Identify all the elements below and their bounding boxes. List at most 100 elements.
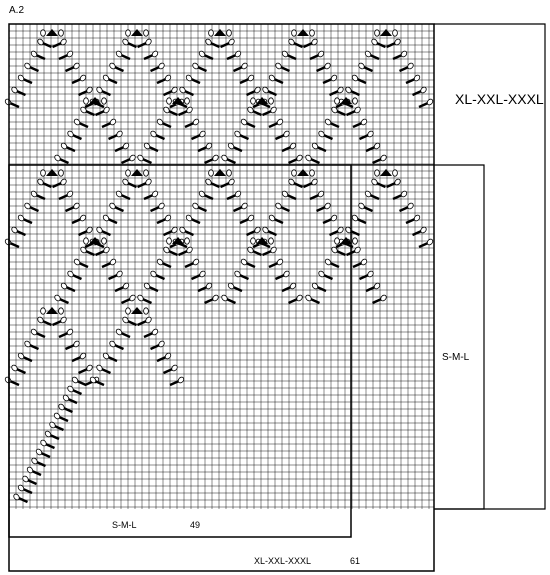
open-loop-icon — [205, 178, 212, 186]
open-loop-icon — [345, 86, 352, 94]
open-loop-icon — [331, 106, 338, 114]
slash-decrease-icon — [143, 53, 154, 61]
slash-decrease-icon — [288, 157, 298, 165]
decrease-symbol — [226, 190, 242, 201]
open-loop-icon — [66, 328, 74, 336]
open-loop-icon — [150, 270, 157, 278]
open-loop-icon — [317, 50, 325, 58]
decrease-symbol — [163, 106, 178, 117]
slash-decrease-icon — [72, 388, 82, 396]
slash-decrease-icon — [203, 193, 214, 201]
open-loop-icon — [17, 352, 25, 360]
slash-decrease-icon — [52, 319, 62, 327]
decrease-symbol — [309, 50, 325, 61]
decrease-symbol — [399, 62, 414, 73]
decrease-symbol — [67, 385, 82, 396]
slash-decrease-icon — [29, 343, 39, 351]
open-loop-icon — [234, 130, 241, 138]
open-loop-icon — [192, 202, 199, 210]
slash-decrease-icon — [210, 41, 220, 49]
bottom-label-s-m-l: S-M-L — [112, 520, 137, 530]
open-loop-icon — [234, 50, 242, 58]
open-loop-icon — [103, 106, 110, 114]
slash-decrease-icon — [148, 285, 159, 293]
decrease-symbol — [71, 352, 87, 363]
open-loop-icon — [426, 98, 434, 106]
decrease-symbol — [359, 130, 374, 141]
open-loop-icon — [400, 50, 408, 58]
triangle-increase-icon — [297, 169, 309, 176]
slash-decrease-icon — [101, 261, 112, 269]
decrease-symbol — [386, 178, 401, 189]
decrease-symbol — [192, 62, 207, 73]
decrease-symbol — [329, 86, 344, 97]
open-loop-icon — [66, 50, 74, 58]
decrease-symbol — [109, 202, 124, 213]
open-loop-icon — [86, 226, 93, 234]
open-loop-icon — [305, 154, 312, 162]
decrease-symbol — [108, 270, 123, 281]
stitch-symbols — [4, 29, 434, 504]
slash-decrease-icon — [288, 297, 298, 305]
decrease-symbol — [281, 142, 297, 153]
open-loop-icon — [373, 282, 381, 290]
open-loop-icon — [394, 178, 401, 186]
slash-decrease-icon — [405, 77, 416, 85]
open-loop-icon — [96, 86, 103, 94]
open-loop-icon — [17, 214, 25, 222]
slash-decrease-icon — [233, 205, 243, 213]
open-loop-icon — [324, 62, 331, 70]
open-loop-icon — [360, 258, 368, 266]
increase-symbol — [125, 169, 149, 177]
open-loop-icon — [80, 106, 87, 114]
decrease-symbol — [324, 118, 340, 129]
slash-decrease-icon — [336, 249, 346, 257]
slash-decrease-icon — [114, 145, 125, 153]
open-loop-icon — [227, 142, 235, 150]
decrease-symbol — [65, 62, 80, 73]
triangle-increase-icon — [89, 97, 101, 104]
decrease-symbol — [303, 38, 318, 49]
slash-decrease-icon — [369, 193, 380, 201]
decrease-symbol — [121, 154, 136, 165]
slash-decrease-icon — [184, 229, 194, 237]
open-loop-icon — [129, 294, 136, 302]
open-loop-icon — [116, 270, 123, 278]
slash-decrease-icon — [399, 205, 409, 213]
open-loop-icon — [283, 270, 290, 278]
open-loop-icon — [37, 38, 44, 46]
decrease-symbol — [311, 142, 327, 153]
decrease-symbol — [240, 258, 256, 269]
slash-decrease-icon — [101, 89, 111, 97]
slash-decrease-icon — [71, 217, 82, 225]
decrease-symbol — [17, 214, 33, 225]
slash-decrease-icon — [65, 343, 75, 351]
open-loop-icon — [334, 97, 340, 105]
open-loop-icon — [58, 29, 64, 37]
open-loop-icon — [289, 142, 297, 150]
open-loop-icon — [221, 294, 228, 302]
slash-decrease-icon — [29, 205, 39, 213]
open-loop-icon — [67, 270, 74, 278]
open-loop-icon — [166, 237, 172, 245]
decrease-symbol — [150, 270, 165, 281]
bottom-label-xl-xxl-xxxl: XL-XXL-XXXL — [254, 556, 311, 566]
decrease-symbol — [54, 294, 69, 305]
decrease-symbol — [365, 142, 381, 153]
slash-decrease-icon — [95, 109, 105, 117]
decrease-symbol — [185, 214, 201, 225]
open-loop-icon — [192, 62, 199, 70]
slash-decrease-icon — [137, 319, 147, 327]
decrease-symbol — [275, 62, 290, 73]
triangle-increase-icon — [46, 169, 58, 176]
open-loop-icon — [60, 282, 68, 290]
slash-decrease-icon — [108, 133, 118, 141]
slash-decrease-icon — [31, 469, 42, 477]
decrease-symbol — [192, 202, 207, 213]
decrease-symbol — [122, 316, 137, 327]
slash-decrease-icon — [197, 65, 207, 73]
slash-decrease-icon — [323, 133, 333, 141]
decrease-symbol — [227, 282, 243, 293]
open-loop-icon — [11, 226, 18, 234]
open-loop-icon — [185, 74, 193, 82]
